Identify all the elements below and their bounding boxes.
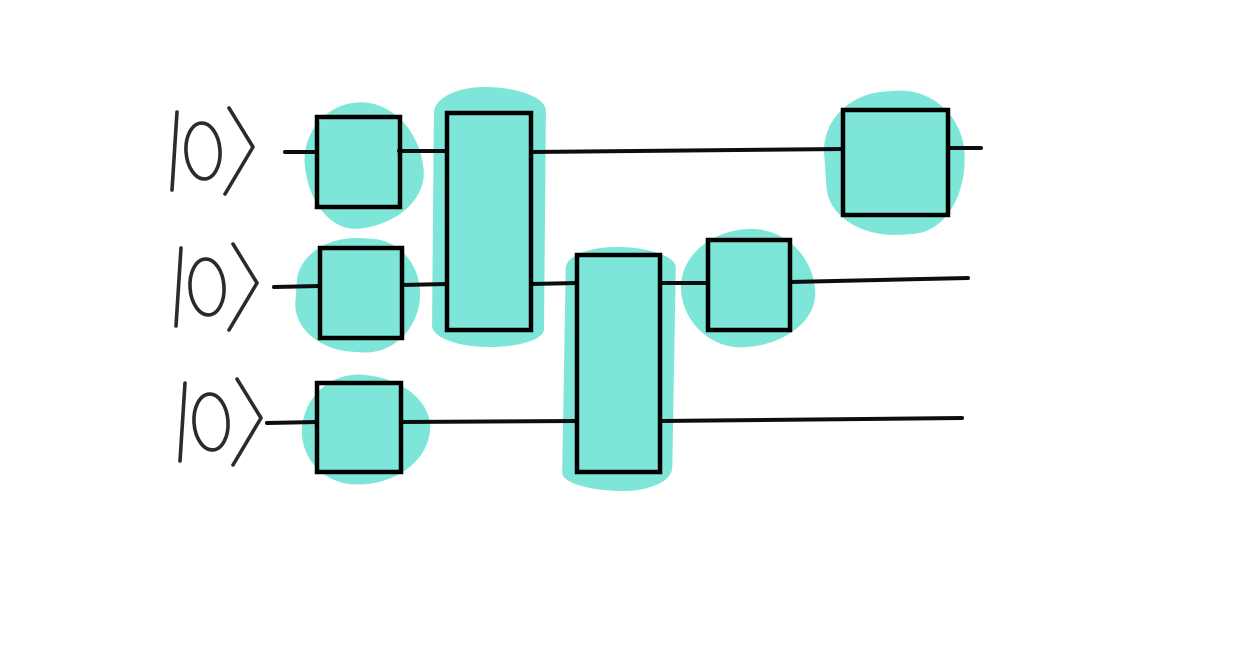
gate-q2-col1[interactable] [314, 380, 404, 475]
wire-q1-segment-4 [272, 284, 322, 289]
ket-zero-stroke-q2 [192, 392, 230, 452]
wire-q2-segment-10 [399, 419, 579, 424]
wire-q1-segment-5 [400, 282, 449, 287]
ket-label-q1 [174, 242, 259, 332]
wire-q1-segment-6 [529, 281, 579, 286]
ket-bar-stroke-q1 [174, 246, 183, 328]
gate-q1-col4[interactable] [705, 237, 793, 333]
ket-label-q2 [178, 377, 263, 467]
wire-q0-segment-2 [529, 147, 845, 154]
ket-zero-stroke-q1 [188, 257, 226, 317]
gate-q0-col1[interactable] [314, 114, 403, 210]
gate-q1q2-col3[interactable] [574, 252, 663, 475]
ket-label-q0 [170, 106, 255, 196]
gate-q1-col1[interactable] [317, 245, 405, 341]
ket-bracket-stroke-q2 [231, 377, 263, 467]
wire-q2-segment-11 [658, 416, 964, 423]
ket-bar-stroke-q0 [170, 110, 179, 192]
wire-q2-segment-9 [265, 420, 319, 425]
ket-bracket-stroke-q1 [227, 242, 259, 332]
ket-bracket-stroke-q0 [223, 106, 255, 196]
wire-q1-segment-8 [788, 276, 970, 284]
ket-bar-stroke-q2 [178, 381, 187, 463]
ket-zero-stroke-q0 [184, 121, 222, 181]
gate-q0-col5[interactable] [840, 107, 951, 218]
gate-q0q1-col2[interactable] [444, 110, 534, 333]
